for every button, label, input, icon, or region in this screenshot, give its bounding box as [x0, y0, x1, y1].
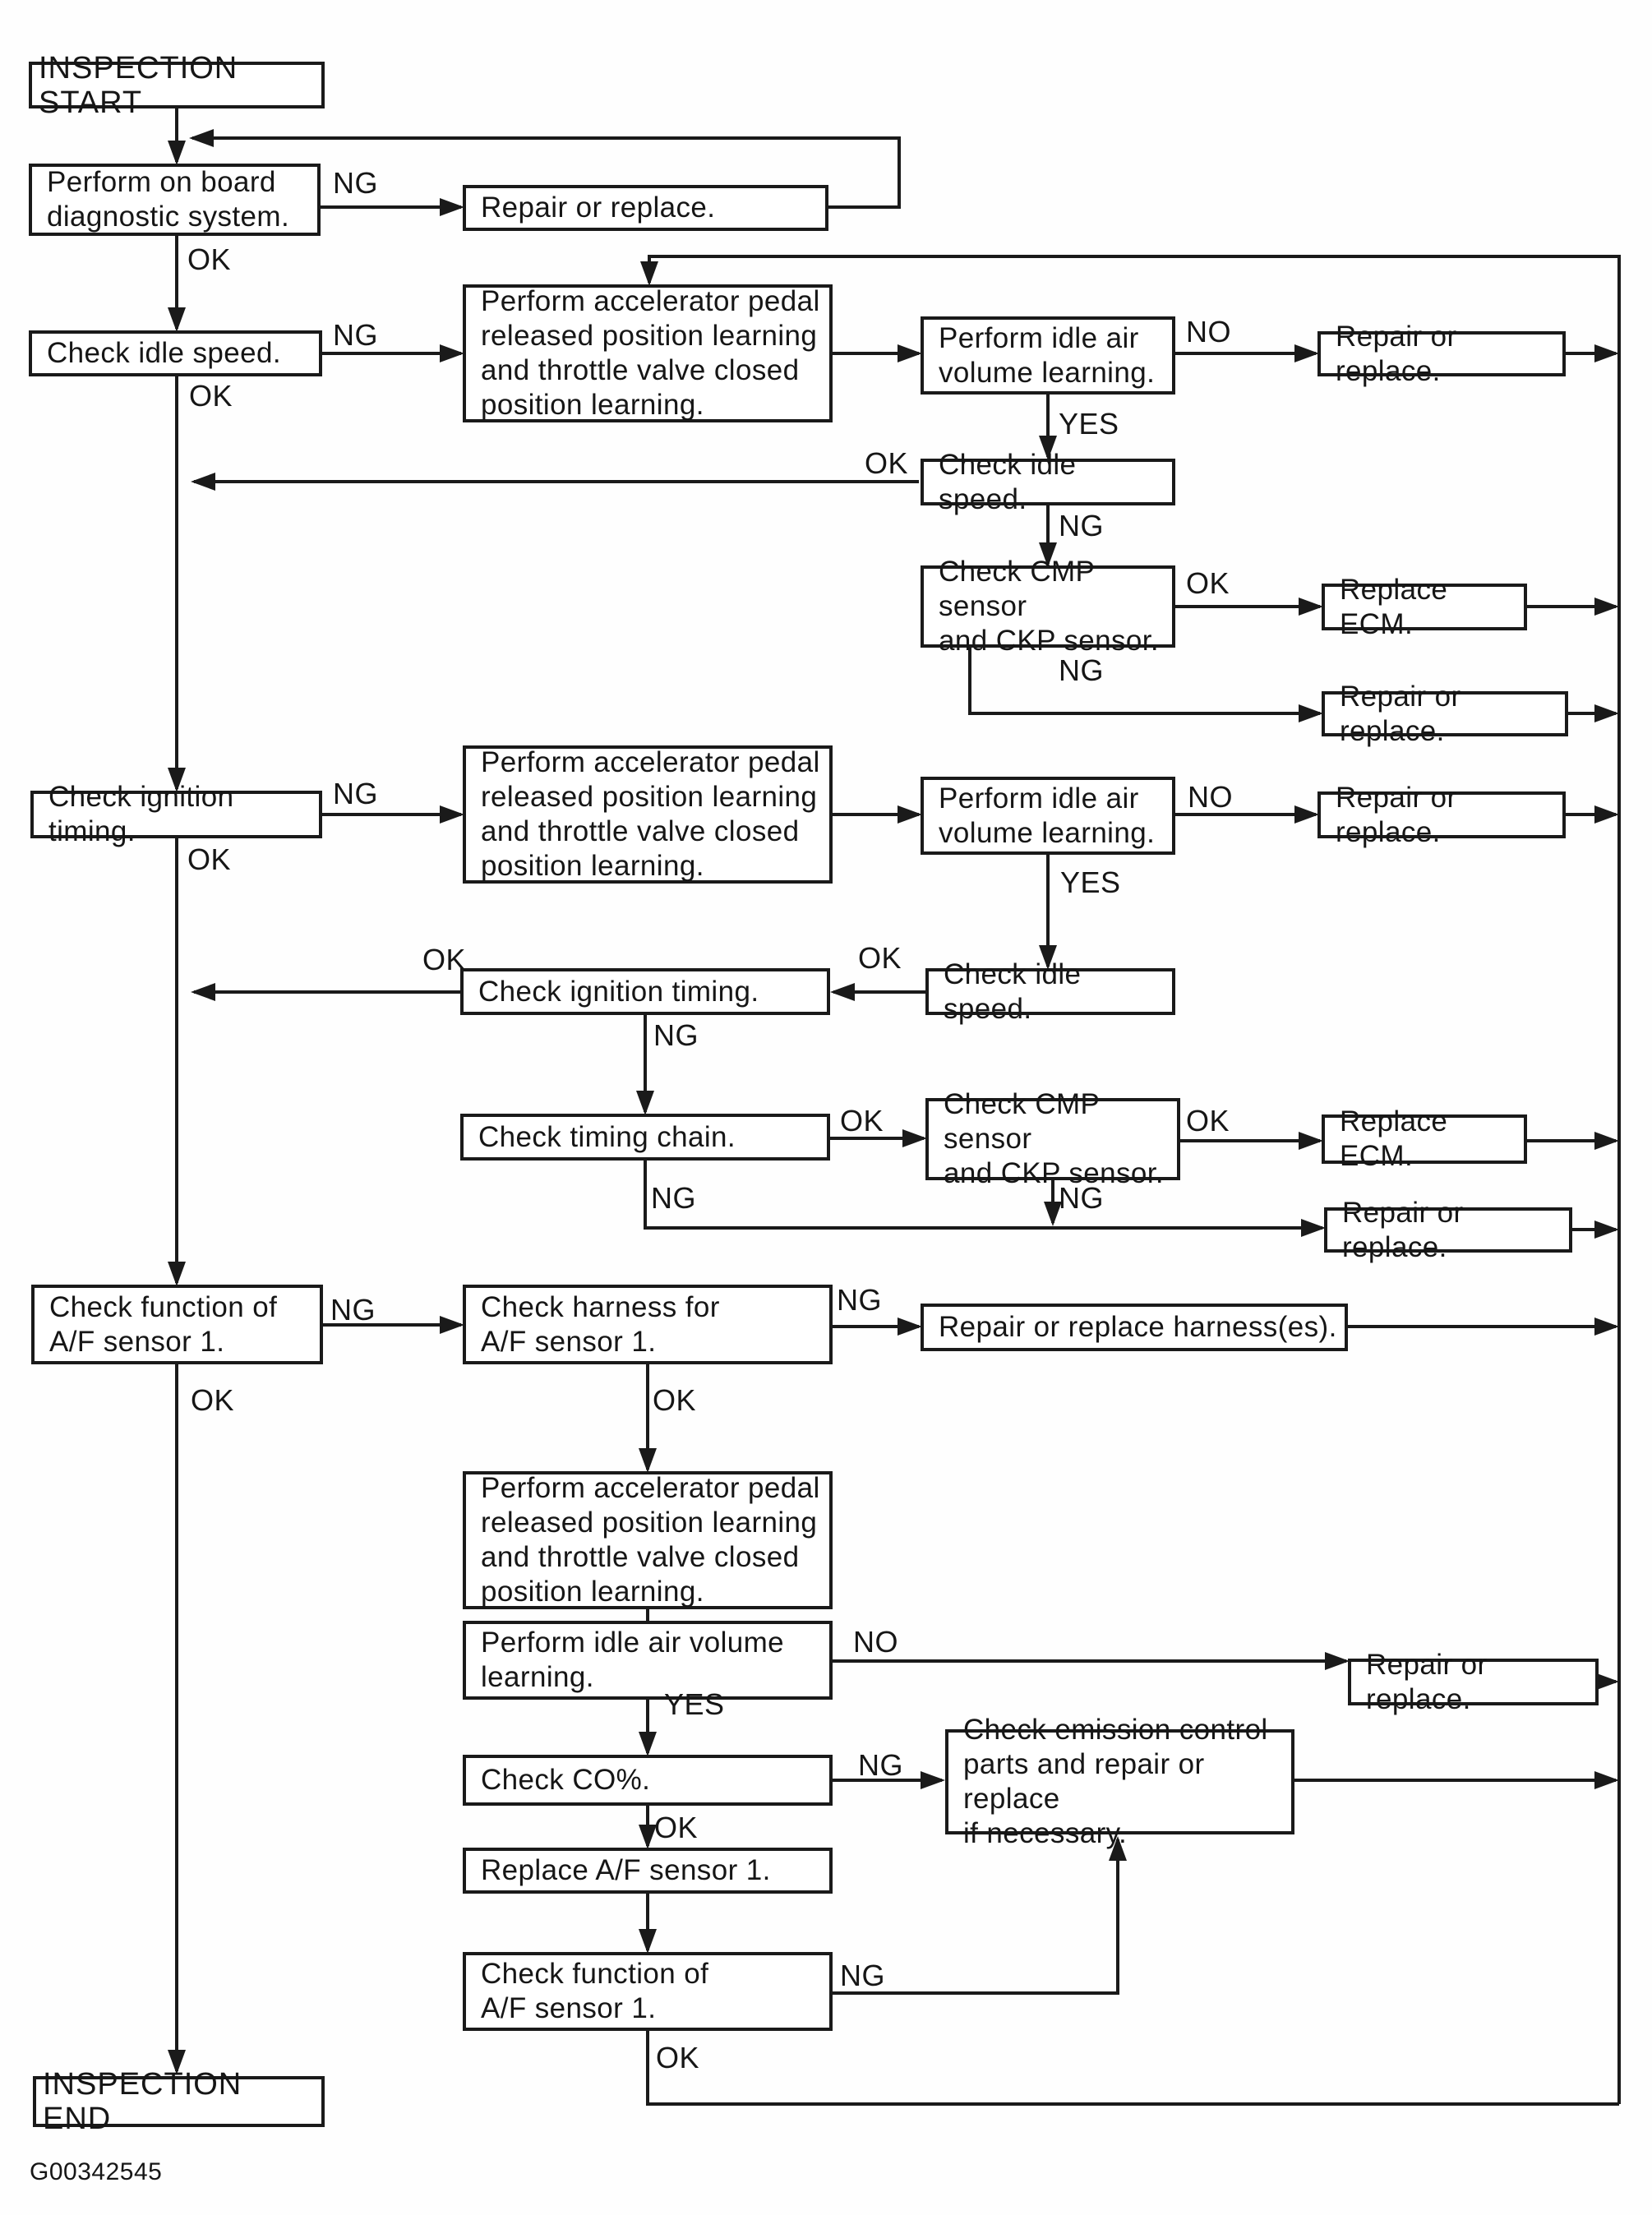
edge-label-ok-15: OK [858, 941, 902, 975]
inspection-start: INSPECTION START [29, 51, 325, 120]
edge-label-ng-27: NG [858, 1748, 903, 1782]
flow-connector-16 [968, 648, 1323, 722]
edge-label-ok-8: OK [1186, 566, 1230, 600]
perform-obd: Perform on board diagnostic system. [29, 164, 321, 236]
edge-label-ng-7: NG [1059, 509, 1104, 542]
edge-label-ng-21: NG [330, 1293, 376, 1327]
edge-label-yes-13: YES [1060, 865, 1121, 899]
repair-or-replace-3: Repair or replace. [1322, 681, 1568, 747]
edge-label-ok-18: OK [1186, 1104, 1230, 1137]
check-timing-chain: Check timing chain. [460, 1114, 830, 1161]
edge-label-ok-11: OK [187, 842, 232, 876]
check-af-function-2: Check function of A/F sensor 1. [463, 1952, 833, 2031]
check-co: Check CO%. [463, 1755, 833, 1806]
flow-connector-1 [189, 129, 901, 209]
idle-air-learning-1: Perform idle air volume learning. [921, 316, 1175, 395]
pedal-learning-3: Perform accelerator pedal released posit… [463, 1471, 833, 1609]
edge-label-ng-19: NG [651, 1181, 696, 1215]
check-idle-speed-2: Check idle speed. [921, 449, 1175, 515]
edge-label-ng-2: NG [333, 318, 378, 352]
edge-label-ok-1: OK [187, 242, 232, 276]
edge-label-ng-0: NG [333, 166, 378, 200]
edge-label-ok-22: OK [191, 1383, 235, 1417]
edge-label-ng-10: NG [333, 777, 378, 810]
idle-air-learning-2: Perform idle air volume learning. [921, 777, 1175, 855]
repair-or-replace-2: Repair or replace. [1317, 321, 1566, 387]
check-ignition-timing-2: Check ignition timing. [460, 968, 830, 1015]
figure-code: G00342545 [30, 2158, 163, 2185]
repair-or-replace-6: Repair or replace. [1348, 1649, 1599, 1715]
check-emission: Check emission control parts and repair … [945, 1714, 1294, 1849]
edge-label-ng-23: NG [837, 1283, 882, 1317]
check-cmp-ckp-2: Check CMP sensor and CKP sensor. [925, 1088, 1180, 1189]
replace-ecm-1: Replace ECM. [1322, 574, 1527, 640]
check-af-function-1: Check function of A/F sensor 1. [31, 1285, 323, 1364]
replace-af-sensor: Replace A/F sensor 1. [463, 1848, 833, 1894]
edge-label-no-12: NO [1188, 780, 1233, 814]
edge-label-ok-3: OK [189, 379, 233, 413]
idle-air-learning-3: Perform idle air volume learning. [463, 1621, 833, 1700]
check-cmp-ckp-1: Check CMP sensor and CKP sensor. [921, 556, 1175, 657]
edge-label-yes-5: YES [1059, 407, 1119, 441]
check-idle-speed-1: Check idle speed. [29, 330, 322, 376]
replace-ecm-2: Replace ECM. [1322, 1105, 1527, 1172]
edge-label-ng-9: NG [1059, 653, 1104, 687]
repair-or-replace-5: Repair or replace. [1324, 1197, 1572, 1263]
repair-harness: Repair or replace harness(es). [921, 1304, 1348, 1351]
edge-label-ok-6: OK [865, 446, 909, 480]
check-ignition-timing-1: Check ignition timing. [30, 781, 322, 847]
edge-label-ng-29: NG [840, 1959, 885, 1992]
edge-label-ng-16: NG [653, 1018, 699, 1052]
edge-label-no-4: NO [1186, 315, 1231, 348]
repair-or-replace-1: Repair or replace. [463, 185, 828, 231]
edge-label-ok-17: OK [840, 1104, 884, 1137]
flow-connector-6 [646, 2031, 1619, 2106]
edge-label-ok-28: OK [654, 1811, 699, 1844]
edge-label-yes-26: YES [664, 1687, 725, 1721]
flow-connector-46 [833, 1836, 1127, 1995]
pedal-learning-1: Perform accelerator pedal released posit… [463, 284, 833, 422]
edge-label-ng-20: NG [1059, 1181, 1104, 1215]
check-idle-speed-3: Check idle speed. [925, 958, 1175, 1025]
repair-or-replace-4: Repair or replace. [1317, 782, 1566, 848]
edge-label-ok-30: OK [656, 2041, 700, 2074]
flow-connector-7 [640, 255, 1621, 2104]
inspection-end: INSPECTION END [33, 2067, 325, 2136]
edge-label-ok-24: OK [653, 1383, 697, 1417]
check-af-harness: Check harness for A/F sensor 1. [463, 1285, 833, 1364]
flow-connector-27 [644, 1161, 1326, 1237]
pedal-learning-2: Perform accelerator pedal released posit… [463, 745, 833, 884]
edge-label-no-25: NO [853, 1625, 898, 1659]
edge-label-ok-14: OK [422, 943, 467, 976]
